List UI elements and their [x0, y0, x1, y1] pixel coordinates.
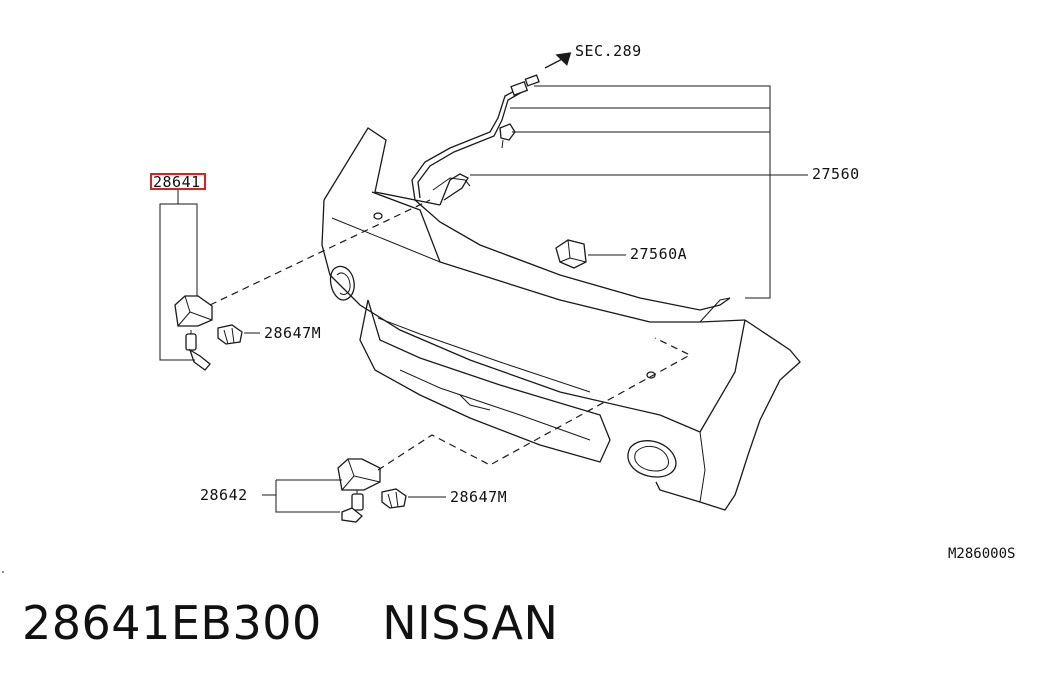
- sec-289-label: SEC.289: [575, 42, 642, 60]
- part-label-28647m-upper: 28647M: [264, 324, 321, 342]
- clip-28647m-upper: [217, 324, 243, 345]
- part-label-27560a: 27560A: [630, 245, 687, 263]
- ref-dash-upper: [209, 199, 431, 306]
- leader-27560: [470, 85, 808, 299]
- diagram-code: M286000S: [948, 546, 1015, 562]
- part-label-27560: 27560: [812, 165, 860, 183]
- part-label-28642: 28642: [200, 486, 248, 504]
- part-caption: 28641EB300 NISSAN: [22, 596, 558, 650]
- leader-28641: [159, 190, 198, 361]
- highlighted-part-28641[interactable]: 28641: [150, 173, 206, 191]
- ref-dash-lower: [377, 337, 692, 471]
- washer-hose: [411, 74, 731, 311]
- highlight-box: [150, 173, 206, 190]
- caption-brand: NISSAN: [382, 596, 559, 650]
- nozzle-28642: [337, 458, 381, 523]
- clip-28647m-lower: [381, 488, 407, 509]
- clip-27560a: [555, 239, 587, 269]
- sec-arrow-icon: [544, 52, 572, 69]
- caption-part-number: 28641EB300: [22, 596, 322, 650]
- part-label-28641: 28641: [153, 173, 201, 191]
- nozzle-28641: [174, 295, 213, 371]
- part-label-28647m-lower: 28647M: [450, 488, 507, 506]
- leader-28642: [262, 479, 342, 513]
- front-bumper: [321, 127, 801, 511]
